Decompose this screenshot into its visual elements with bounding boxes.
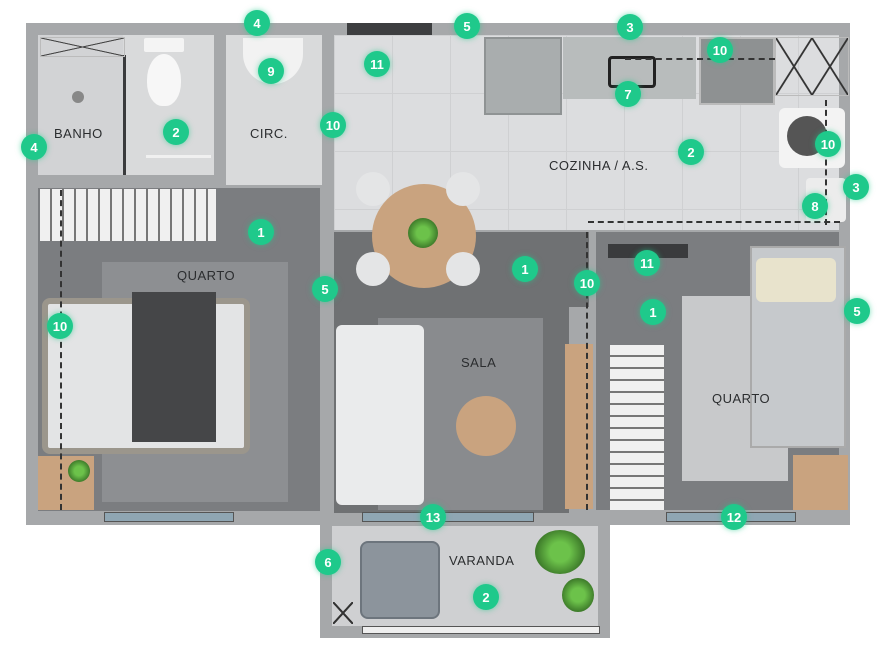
room-label-quarto-2: QUARTO (712, 391, 771, 406)
legend-badge: 9 (258, 58, 284, 84)
kitchen-dashline-2 (588, 221, 840, 223)
fridge-icon (484, 37, 562, 115)
room-label-cozinha: COZINHA / A.S. (549, 158, 649, 173)
legend-badge: 10 (47, 313, 73, 339)
legend-badge: 5 (844, 298, 870, 324)
storage-cross-icon (333, 602, 353, 624)
legend-badge: 2 (678, 139, 704, 165)
sala-window (362, 512, 534, 522)
legend-badge: 2 (473, 584, 499, 610)
plant-icon (535, 530, 585, 574)
armchair-icon (360, 541, 440, 619)
legend-badge: 5 (312, 276, 338, 302)
chair-icon (446, 252, 480, 286)
legend-badge: 4 (21, 134, 47, 160)
legend-badge: 1 (640, 299, 666, 325)
legend-badge: 10 (574, 270, 600, 296)
nightstand-icon (793, 455, 848, 510)
chair-icon (356, 172, 390, 206)
chair-icon (446, 172, 480, 206)
legend-badge: 11 (634, 250, 660, 276)
room-label-sala: SALA (461, 355, 497, 370)
room-label-circ: CIRC. (250, 126, 288, 141)
wardrobe-icon (40, 189, 216, 241)
shower-head-icon (72, 91, 84, 103)
legend-badge: 4 (244, 10, 270, 36)
legend-badge: 11 (364, 51, 390, 77)
kitchen-dashline-v (825, 100, 827, 225)
legend-badge: 6 (315, 549, 341, 575)
legend-badge: 8 (802, 193, 828, 219)
plant-icon (408, 218, 438, 248)
legend-badge: 7 (615, 81, 641, 107)
shower-area (38, 35, 123, 175)
legend-badge: 1 (512, 256, 538, 282)
toilet-icon (144, 38, 184, 108)
legend-badge: 10 (707, 37, 733, 63)
quarto1-dashline (60, 190, 62, 510)
shower-divider (123, 55, 126, 175)
room-banho (38, 35, 214, 175)
room-label-banho: BANHO (54, 126, 103, 141)
room-label-varanda: VARANDA (449, 553, 515, 568)
legend-badge: 10 (815, 131, 841, 157)
plant-icon (68, 460, 90, 482)
chair-icon (356, 252, 390, 286)
tv-stand (565, 344, 593, 509)
legend-badge: 10 (320, 112, 346, 138)
quarto1-window (104, 512, 234, 522)
legend-badge: 3 (843, 174, 869, 200)
legend-badge: 13 (420, 504, 446, 530)
legend-badge: 2 (163, 119, 189, 145)
legend-badge: 5 (454, 13, 480, 39)
legend-badge: 1 (248, 219, 274, 245)
coffee-table (456, 396, 516, 456)
varanda-railing (362, 626, 600, 634)
shower-shelf-icon (40, 37, 125, 57)
legend-badge: 12 (721, 504, 747, 530)
toilet-rail (146, 155, 211, 158)
room-label-quarto-1: QUARTO (177, 268, 236, 283)
sala-dashline (586, 232, 588, 510)
pillow-icon (756, 258, 836, 302)
wardrobe-icon (610, 345, 664, 510)
plant-icon (562, 578, 594, 612)
kitchen-dashline (625, 58, 775, 60)
bed-blanket (132, 292, 216, 442)
sofa-icon (336, 325, 424, 505)
door-frame (347, 23, 432, 35)
storage-cross-icon (775, 37, 849, 96)
legend-badge: 3 (617, 14, 643, 40)
